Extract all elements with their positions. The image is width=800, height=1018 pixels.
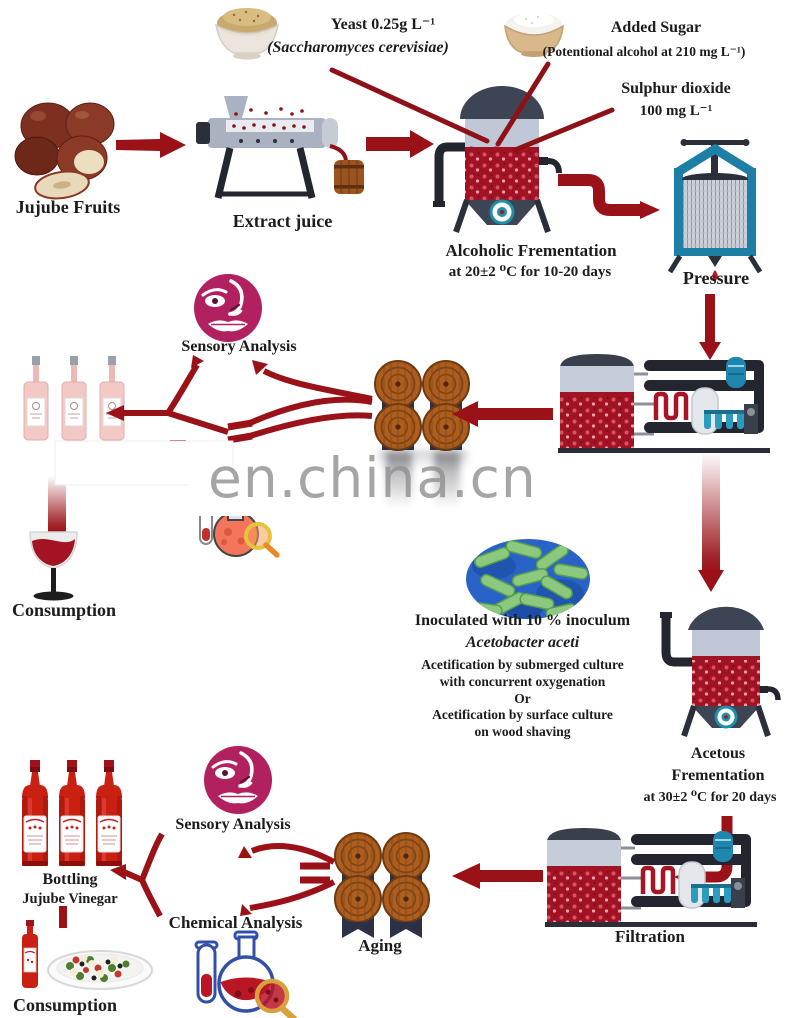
arrowhead-to-sensory-bottom (238, 846, 252, 858)
label-consumption-bottom: Consumption (12, 995, 118, 1015)
arrowhead-to-chemical-bottom (240, 904, 252, 916)
arrow-press-down (699, 294, 721, 360)
sensory-analysis-icon-bottom (202, 744, 274, 816)
mid-analysis-curves (124, 363, 373, 444)
arrow-filtration-to-aging (452, 863, 543, 889)
label-acetobacter: Acetobacter aceti (465, 634, 580, 651)
whiteout-box-left (54, 440, 234, 486)
salad-consumption-illustration (22, 920, 153, 990)
label-jujube-fruits: Jujube Fruits (15, 197, 121, 217)
label-sulphur-dioxide: Sulphur dioxide (621, 80, 731, 97)
label-chemical-analysis: Chemical Analysis (168, 913, 303, 932)
wine-glass-illustration (29, 531, 78, 601)
label-sensory-analysis-top: Sensory Analysis (181, 338, 297, 355)
label-sensory-analysis-bottom: Sensory Analysis (175, 816, 291, 833)
label-consumption-mid: Consumption (11, 600, 117, 620)
label-bottling: Bottling (42, 871, 98, 888)
vinegar-bottles-illustration (22, 760, 122, 866)
label-yeast: Yeast 0.25g L⁻¹ (330, 16, 436, 33)
label-so2-dose: 100 mg L⁻¹ (639, 103, 713, 119)
label-aging: Aging (358, 936, 402, 955)
whiteout-box-center (190, 478, 332, 516)
label-jujube-vinegar: Jujube Vinegar (22, 891, 118, 907)
aging-barrels-mid (375, 361, 469, 508)
label-wood-shaving: on wood shaving (474, 724, 571, 739)
label-submerged-culture: Acetification by submerged culture (421, 657, 624, 672)
arrow-fermenter-to-press (558, 174, 660, 219)
chemical-flask-icon-bottom (194, 930, 298, 1018)
label-alcoholic-fermentation: Alcoholic Frementation (445, 241, 617, 260)
arrow-bottling-to-consumption (59, 906, 67, 928)
arrow-extractor-to-fermenter (366, 130, 434, 158)
sensory-analysis-icon-top (192, 272, 264, 344)
label-alcoholic-conditions: at 20±2 ⁰C for 10-20 days (448, 264, 612, 280)
label-filtration: Filtration (615, 927, 685, 946)
extract-machine-illustration (196, 96, 364, 199)
arrow-filtration-to-barrels (452, 401, 553, 427)
label-yeast-species: (Saccharomyces cerevisiae) (267, 39, 449, 56)
fading-arrow-to-acetous (698, 452, 724, 592)
filtration-machine-mid (558, 354, 770, 453)
ingredient-lines (329, 61, 615, 153)
arrowhead-branch-up (191, 355, 204, 368)
yeast-bowl-icon (214, 8, 280, 60)
label-inoculum: Inoculated with 10 % inoculum (414, 612, 631, 629)
label-extract-juice: Extract juice (232, 211, 333, 231)
label-acetous-fermentation: Frementation (671, 767, 765, 784)
label-surface-culture: Acetification by surface culture (432, 707, 613, 722)
label-oxygenation: with concurrent oxygenation (439, 674, 606, 689)
rose-bottles-illustration (23, 356, 125, 441)
jujube-fruits-image (14, 102, 115, 200)
aging-barrels-bottom (335, 833, 429, 938)
arrowhead-to-bottles (106, 405, 124, 421)
arrowhead-to-sensory-mid (252, 360, 268, 375)
watermark-text: en.china.cn (208, 446, 537, 510)
label-acetous: Acetous (690, 745, 746, 762)
label-potential-alcohol: (Potentional alcohol at 210 mg L⁻¹) (542, 44, 746, 59)
arrowhead-to-bottling (110, 864, 126, 880)
acetous-fermenter-illustration (660, 606, 781, 737)
label-or: Or (514, 691, 531, 706)
arrow-fruits-to-extractor (116, 132, 186, 158)
sugar-bowl-icon (504, 13, 564, 57)
label-acetous-conditions: at 30±2 ⁰C for 20 days (643, 790, 777, 805)
label-added-sugar: Added Sugar (610, 19, 702, 36)
alcoholic-fermenter-illustration (433, 86, 562, 233)
bottom-analysis-curves (122, 832, 336, 918)
bacteria-image (466, 539, 590, 619)
label-pressure: Pressure (682, 268, 750, 288)
press-illustration (667, 139, 763, 281)
